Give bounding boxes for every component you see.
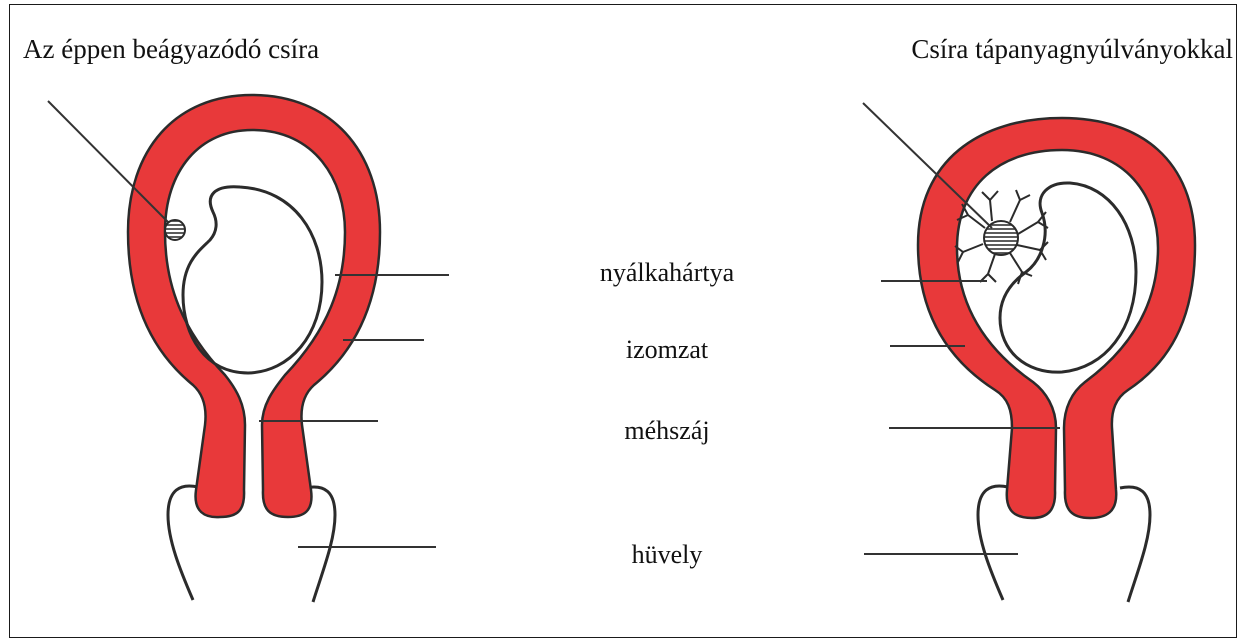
vagina-outline-left xyxy=(168,486,198,600)
uterine-cavity-left xyxy=(183,187,322,373)
vagina-outline-right-2 xyxy=(1120,487,1150,602)
uterus-diagram-right xyxy=(863,103,1195,602)
uterus-wall-left xyxy=(128,95,380,517)
uterus-wall-right xyxy=(918,118,1195,518)
uterus-diagram-left xyxy=(48,95,449,602)
embryo-left xyxy=(165,220,185,240)
vagina-outline-right xyxy=(978,486,1008,600)
